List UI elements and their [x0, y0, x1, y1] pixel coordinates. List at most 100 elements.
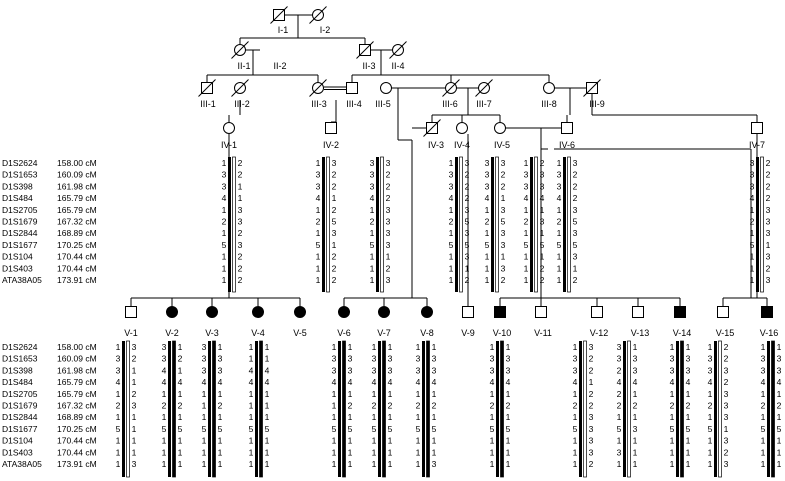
allele-value: 1 — [633, 436, 638, 446]
allele-value: 5 — [416, 424, 421, 434]
allele-value: 2 — [617, 401, 622, 411]
haplotype-bar — [680, 340, 684, 478]
haplotype-bar — [718, 340, 722, 478]
allele-value: 1 — [524, 252, 529, 262]
allele-value: 1 — [557, 275, 562, 285]
allele-value: 2 — [761, 401, 766, 411]
allele-value: 1 — [265, 447, 270, 457]
allele-value: 1 — [222, 252, 227, 262]
marker-name: D1S2705 — [2, 389, 38, 399]
allele-value: 2 — [573, 170, 578, 180]
allele-value: 1 — [617, 412, 622, 422]
allele-value: 1 — [222, 205, 227, 215]
allele-value: 3 — [370, 170, 375, 180]
allele-value: 3 — [348, 365, 353, 375]
allele-value: 1 — [506, 342, 511, 352]
allele-value: 2 — [589, 459, 594, 469]
allele-value: 2 — [485, 217, 490, 227]
allele-value: 1 — [573, 389, 578, 399]
allele-value: 2 — [372, 401, 377, 411]
allele-value: 1 — [432, 412, 437, 422]
allele-value: 4 — [449, 193, 454, 203]
allele-value: 3 — [708, 354, 713, 364]
allele-value: 2 — [238, 252, 243, 262]
allele-value: 5 — [348, 424, 353, 434]
allele-value: 1 — [388, 447, 393, 457]
allele-value: 5 — [524, 240, 529, 250]
haplotype-bar — [426, 340, 430, 478]
female-symbol — [421, 306, 433, 318]
allele-value: 3 — [766, 252, 771, 262]
allele-value: 2 — [573, 275, 578, 285]
allele-value: 1 — [202, 436, 207, 446]
allele-value: 1 — [670, 389, 675, 399]
allele-value: 2 — [540, 275, 545, 285]
allele-value: 2 — [750, 217, 755, 227]
male-symbol — [346, 82, 358, 94]
allele-value: 1 — [485, 275, 490, 285]
allele-value: 1 — [777, 342, 782, 352]
haplotype-bar — [326, 156, 330, 293]
allele-value: 3 — [506, 354, 511, 364]
allele-value: 4 — [370, 193, 375, 203]
individual-label: V-10 — [493, 328, 512, 338]
female-symbol — [206, 306, 218, 318]
marker-position: 167.32 cM — [57, 217, 97, 227]
allele-value: 1 — [686, 436, 691, 446]
female-symbol — [378, 306, 390, 318]
marker-position: 161.98 cM — [57, 181, 97, 191]
individual-label: IV-5 — [494, 140, 510, 150]
allele-value: 3 — [540, 217, 545, 227]
allele-value: 5 — [501, 217, 506, 227]
allele-value: 2 — [238, 275, 243, 285]
allele-value: 1 — [249, 459, 254, 469]
haplotype-bar — [767, 341, 770, 477]
deceased-slash — [475, 79, 493, 97]
marker-name: D1S1679 — [2, 401, 38, 411]
marker-position: 173.91 cM — [57, 459, 97, 469]
marker-name: D1S484 — [2, 193, 33, 203]
allele-value: 3 — [573, 354, 578, 364]
allele-value: 3 — [766, 275, 771, 285]
allele-value: 3 — [370, 181, 375, 191]
marker-position: 165.79 cM — [57, 193, 97, 203]
haplotype-bar — [232, 156, 236, 293]
allele-value: 1 — [670, 412, 675, 422]
allele-value: 3 — [449, 170, 454, 180]
allele-value: 3 — [332, 365, 337, 375]
allele-value: 1 — [750, 275, 755, 285]
marker-position: 170.44 cM — [57, 447, 97, 457]
marker-name: D1S484 — [2, 377, 33, 387]
allele-value: 5 — [162, 424, 167, 434]
allele-value: 3 — [202, 365, 207, 375]
individual-label: V-2 — [165, 328, 179, 338]
allele-value: 3 — [465, 228, 470, 238]
allele-value: 1 — [332, 459, 337, 469]
allele-value: 1 — [724, 424, 729, 434]
allele-value: 2 — [386, 170, 391, 180]
marker-name: D1S2844 — [2, 412, 38, 422]
allele-value: 3 — [589, 342, 594, 352]
allele-value: 1 — [238, 181, 243, 191]
allele-value: 1 — [485, 252, 490, 262]
allele-value: 5 — [573, 240, 578, 250]
allele-value: 2 — [524, 217, 529, 227]
allele-value: 1 — [202, 412, 207, 422]
allele-value: 1 — [222, 263, 227, 273]
allele-value: 3 — [573, 228, 578, 238]
allele-value: 3 — [724, 389, 729, 399]
marker-position: 160.09 cM — [57, 170, 97, 180]
deceased-slash — [583, 79, 601, 97]
allele-value: 1 — [132, 377, 137, 387]
deceased-slash — [442, 79, 460, 97]
allele-value: 1 — [557, 205, 562, 215]
allele-value: 1 — [116, 342, 121, 352]
male-symbol — [462, 306, 474, 318]
allele-value: 2 — [416, 401, 421, 411]
allele-value: 1 — [670, 342, 675, 352]
allele-value: 3 — [416, 354, 421, 364]
allele-value: 1 — [132, 436, 137, 446]
allele-value: 4 — [777, 377, 782, 387]
allele-value: 3 — [724, 401, 729, 411]
allele-value: 5 — [332, 424, 337, 434]
